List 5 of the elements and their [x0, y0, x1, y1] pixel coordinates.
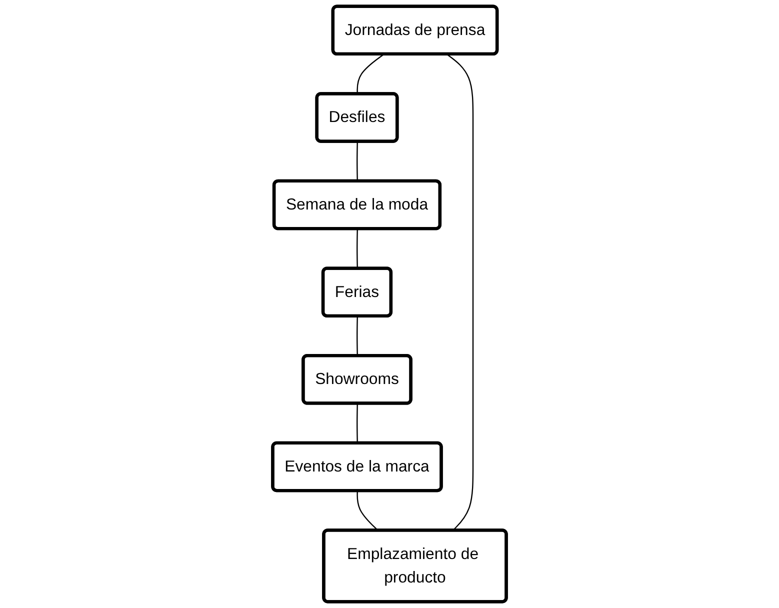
connector [356, 142, 358, 182]
connector [356, 54, 384, 94]
connector [356, 228, 358, 269]
connector [356, 404, 358, 444]
connector [356, 316, 358, 356]
